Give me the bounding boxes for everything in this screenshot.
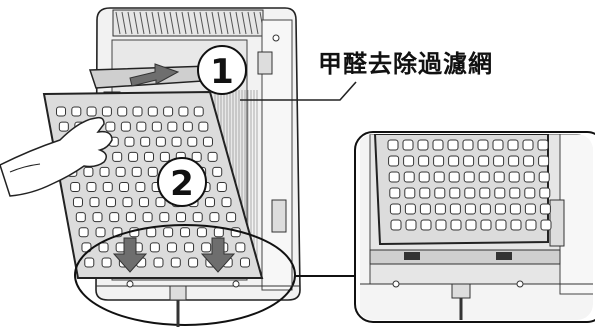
unit-base — [96, 280, 300, 327]
leader-line — [240, 81, 357, 101]
step-1-arrow — [129, 63, 180, 87]
top-grille — [112, 9, 265, 37]
step-1-number: 1 — [210, 52, 234, 92]
zoom-inset — [354, 131, 595, 323]
step-2-arrows — [112, 237, 236, 273]
filter-caption: 甲醛去除過濾網 — [318, 50, 493, 78]
step-2-number: 2 — [170, 164, 194, 204]
hand-icon — [0, 116, 113, 197]
step-2-badge: 2 — [157, 157, 207, 207]
step-1-badge: 1 — [197, 45, 247, 95]
